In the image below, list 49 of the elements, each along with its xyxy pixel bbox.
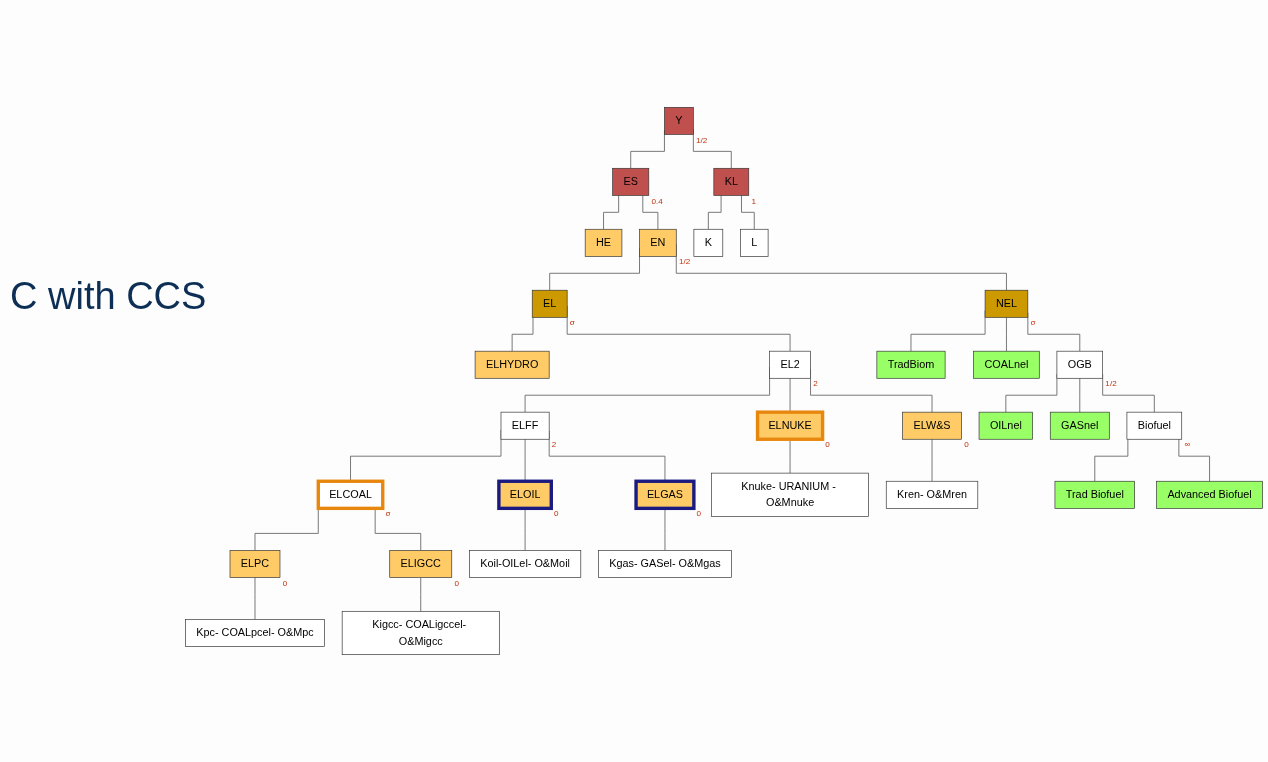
node-box: ELNUKE — [755, 410, 825, 441]
node-box: K — [693, 228, 724, 257]
node-box: OGB — [1056, 350, 1103, 379]
node-box: ELIGCC — [389, 550, 453, 578]
connector — [642, 194, 659, 230]
node-box: EL — [531, 289, 568, 318]
connector — [524, 438, 526, 482]
node-box: Trad Biofuel — [1054, 480, 1135, 509]
node-box: ELW&S — [902, 411, 962, 440]
node-box: ES — [612, 167, 650, 196]
node-box: ELFF — [500, 411, 550, 440]
node-box: HE — [584, 228, 623, 257]
node-box: TradBiom — [876, 350, 946, 379]
node-box: Y — [664, 107, 694, 135]
node-box: Kpc- COALpcel- O&Mpc — [185, 619, 325, 647]
connector — [1079, 377, 1081, 413]
connector — [1006, 316, 1007, 352]
node-box: Knuke- URANIUM - O&Mnuke — [711, 472, 869, 517]
node-box: KL — [713, 167, 750, 196]
node-box: ELHYDRO — [474, 350, 550, 379]
connector — [420, 577, 422, 612]
connector — [707, 194, 722, 230]
node-box: ELCOAL — [316, 479, 385, 511]
node-box: ELOIL — [497, 479, 553, 511]
connector — [789, 377, 791, 413]
connector — [1094, 438, 1129, 482]
node-box: GASnel — [1049, 411, 1110, 440]
connector — [1178, 438, 1210, 482]
node-box: Koil-OILel- O&Moil — [469, 550, 582, 578]
node-box: OILnel — [978, 411, 1033, 440]
node-box: Kren- O&Mren — [885, 480, 979, 509]
node-box: EN — [639, 228, 677, 257]
node-box: ELGAS — [634, 479, 696, 511]
heading-text: C with CCS — [10, 275, 207, 318]
node-box: ELPC — [229, 550, 281, 578]
connector — [511, 316, 534, 352]
connector — [741, 194, 755, 230]
node-box: Advanced Biofuel — [1156, 480, 1263, 509]
node-box: EL2 — [769, 350, 811, 379]
node-box: COALnel — [973, 350, 1040, 379]
connector — [254, 577, 256, 620]
node-box: L — [740, 228, 769, 257]
connector — [603, 194, 620, 230]
node-box: Kgas- GASel- O&Mgas — [598, 550, 732, 578]
node-box: Biofuel — [1126, 411, 1183, 440]
connector — [254, 507, 319, 551]
node-box: NEL — [984, 289, 1029, 318]
connector — [931, 438, 933, 482]
node-box: Kigcc- COALigccel- O&Migcc — [341, 611, 500, 655]
